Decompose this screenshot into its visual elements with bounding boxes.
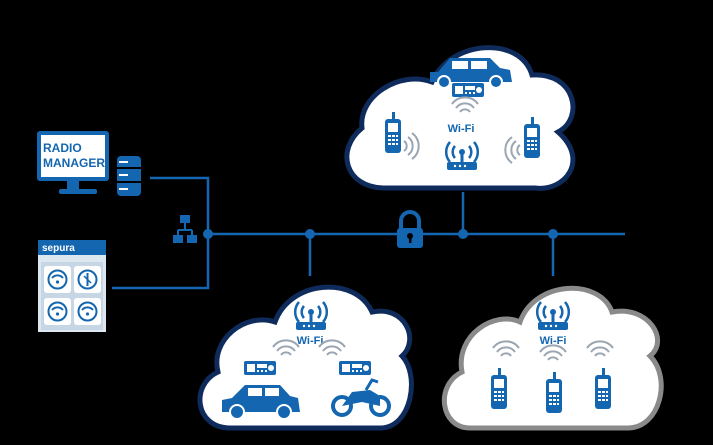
lock-icon bbox=[397, 210, 423, 248]
network-links bbox=[112, 176, 625, 290]
right-cloud: Wi-Fi bbox=[441, 285, 664, 431]
tablet-app-tile bbox=[44, 266, 71, 293]
node-dot bbox=[458, 229, 468, 239]
tablet-brand-label: sepura bbox=[42, 243, 75, 254]
left-cloud: Wi-Fi bbox=[197, 284, 414, 431]
vehicle-radio-icon bbox=[244, 361, 276, 375]
monitor-label-line2: MANAGER bbox=[43, 156, 105, 170]
database-icon bbox=[117, 156, 141, 196]
monitor-label-line1: RADIO bbox=[43, 141, 82, 155]
vehicle-radio-icon bbox=[452, 83, 484, 97]
vehicle-radio-icon bbox=[339, 361, 371, 375]
right-cloud-wifi-label: Wi-Fi bbox=[540, 335, 567, 347]
tablet-app-tile bbox=[44, 298, 71, 325]
tablet-icon: sepura bbox=[38, 240, 106, 332]
node-dot bbox=[548, 229, 558, 239]
network-switch-icon bbox=[173, 215, 197, 243]
motorcycle-icon bbox=[331, 378, 391, 417]
car-icon bbox=[222, 385, 300, 420]
car-icon bbox=[430, 58, 512, 89]
top-cloud: Wi-Fi bbox=[344, 45, 576, 191]
monitor-icon: RADIO MANAGER bbox=[37, 131, 109, 194]
network-nodes bbox=[203, 229, 558, 239]
tablet-app-tile bbox=[74, 298, 101, 325]
node-dot bbox=[305, 229, 315, 239]
left-cloud-wifi-label: Wi-Fi bbox=[297, 335, 324, 347]
tablet-app-tile bbox=[74, 266, 101, 293]
top-cloud-wifi-label: Wi-Fi bbox=[448, 123, 475, 135]
node-dot bbox=[203, 229, 213, 239]
